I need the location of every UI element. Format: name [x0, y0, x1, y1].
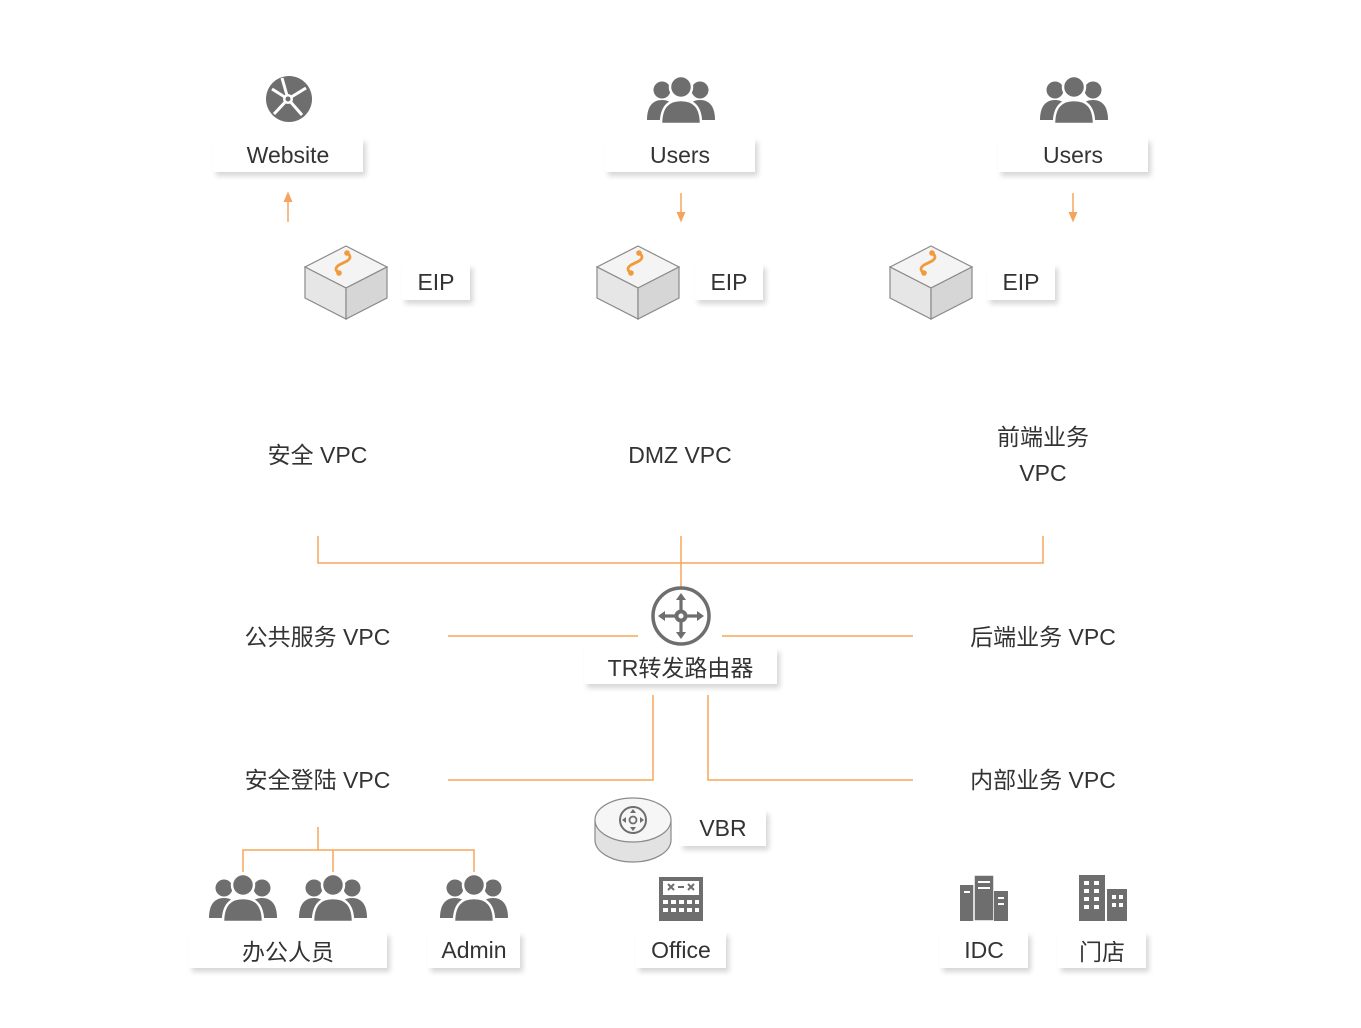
users-card-1: Users — [581, 60, 779, 190]
eip-label-2: EIP — [695, 264, 763, 300]
users-label-1: Users — [605, 138, 755, 172]
store-icon — [1079, 875, 1127, 921]
website-label: Website — [213, 138, 363, 172]
idc-label-text: IDC — [964, 936, 1004, 963]
tr-router-label-text: TR转发路由器 — [607, 655, 754, 681]
backend-vpc-label: 后端业务 VPC — [970, 624, 1116, 650]
office-staff-label-text: 办公人员 — [242, 939, 334, 965]
frontend-vpc-label-line1: 前端业务 — [997, 423, 1089, 450]
public-service-vpc-card: 公共服务 VPC — [189, 592, 446, 682]
frontend-vpc-card: 前端业务 VPC — [914, 375, 1172, 534]
secure-login-vpc-label: 安全登陆 VPC — [244, 767, 391, 793]
admin-label: Admin — [428, 932, 520, 968]
security-vpc-card: 安全 VPC — [189, 375, 446, 534]
admin-label-text: Admin — [441, 936, 507, 963]
eip-label-text-2: EIP — [710, 268, 748, 295]
globe-icon — [264, 74, 314, 124]
router-icon — [651, 586, 711, 646]
eip-icon — [303, 245, 389, 320]
security-vpc-label: 安全 VPC — [267, 441, 368, 468]
store-label-text: 门店 — [1079, 939, 1125, 965]
vbr-label: VBR — [680, 810, 766, 846]
website-card: Website — [189, 60, 387, 190]
dmz-vpc-label: DMZ VPC — [628, 441, 732, 468]
website-label-text: Website — [246, 141, 330, 168]
eip-label-text-1: EIP — [417, 268, 455, 295]
users-label-2: Users — [998, 138, 1148, 172]
secure-login-vpc-card: 安全登陆 VPC — [189, 735, 446, 825]
eip-icon — [595, 245, 681, 320]
vbr-icon — [594, 797, 672, 863]
dmz-vpc-card: DMZ VPC — [551, 375, 809, 534]
frontend-vpc-label-line2: VPC — [1019, 459, 1067, 486]
users-icon — [209, 872, 277, 924]
users-icon — [645, 74, 717, 126]
store-label: 门店 — [1058, 932, 1146, 968]
users-label-text-1: Users — [649, 141, 711, 168]
office-label: Office — [636, 932, 726, 968]
office-staff-label: 办公人员 — [189, 932, 387, 968]
office-building-icon — [659, 877, 703, 921]
idc-icon — [960, 874, 1008, 922]
eip-icon — [888, 245, 974, 320]
users-icon — [1038, 74, 1110, 126]
tr-router-label: TR转发路由器 — [584, 648, 777, 684]
idc-label: IDC — [940, 932, 1028, 968]
users-icon — [299, 872, 367, 924]
internal-vpc-card: 内部业务 VPC — [914, 735, 1172, 825]
users-label-text-2: Users — [1042, 141, 1104, 168]
vbr-label-text: VBR — [699, 814, 747, 841]
users-card-2: Users — [974, 60, 1172, 190]
eip-label-text-3: EIP — [1002, 268, 1040, 295]
backend-vpc-card: 后端业务 VPC — [914, 592, 1172, 682]
public-service-vpc-label: 公共服务 VPC — [244, 624, 391, 650]
eip-label-3: EIP — [987, 264, 1055, 300]
users-icon — [440, 872, 508, 924]
eip-label-1: EIP — [402, 264, 470, 300]
office-label-text: Office — [651, 936, 711, 963]
internal-vpc-label: 内部业务 VPC — [970, 767, 1116, 793]
